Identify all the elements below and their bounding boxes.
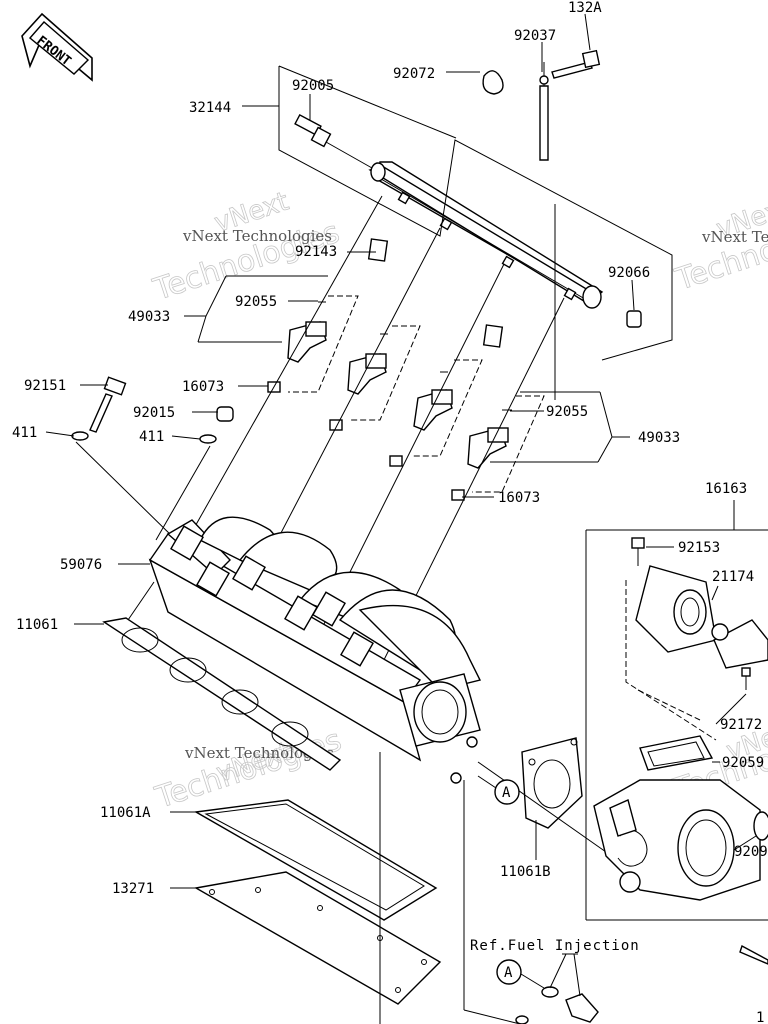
label-92200: 9209 — [734, 844, 768, 860]
label-411-right: 411 — [139, 429, 164, 445]
label-49033-lower: 49033 — [638, 430, 680, 446]
injector-4 — [451, 409, 512, 501]
label-411-left: 411 — [12, 425, 37, 441]
reference-note-fuel-injection: Ref.Fuel Injection — [470, 938, 640, 954]
fitting-92005 — [294, 114, 373, 169]
filter-92059 — [639, 735, 714, 771]
grommet-92015 — [216, 406, 234, 422]
clamp-92072 — [482, 70, 504, 95]
label-11061: 11061 — [16, 617, 58, 633]
bolt-92151 — [89, 376, 127, 433]
label-92015: 92015 — [133, 405, 175, 421]
part-labels: 132A 92037 92072 92005 32144 92143 92066… — [12, 0, 768, 1024]
label-92055-upper: 92055 — [235, 294, 277, 310]
throttle-body — [593, 779, 761, 901]
injector-3 — [389, 324, 504, 467]
fuel-rail — [368, 161, 604, 309]
sensor-21174 — [635, 565, 768, 669]
gasket-11061A — [193, 799, 438, 921]
gasket-11061B — [521, 737, 583, 829]
label-16073-upper: 16073 — [182, 379, 224, 395]
injector-2 — [329, 333, 388, 431]
ref-fuel-injection-sensor — [515, 953, 599, 1024]
screw-bottom-right — [739, 944, 768, 965]
reference-marker-a-lower: A — [496, 959, 545, 989]
label-92055-lower: 92055 — [546, 404, 588, 420]
label-32144: 32144 — [189, 100, 231, 116]
label-16163: 16163 — [705, 481, 747, 497]
plate-13271 — [193, 871, 442, 1005]
label-92151: 92151 — [24, 378, 66, 394]
label-59076: 59076 — [60, 557, 102, 573]
label-132A: 132A — [568, 0, 602, 16]
watermark-caption-top: vNext Technologies — [182, 227, 332, 245]
label-92143: 92143 — [295, 244, 337, 260]
label-92153: 92153 — [678, 540, 720, 556]
label-49033-upper: 49033 — [128, 309, 170, 325]
nut-92066 — [626, 310, 642, 328]
o-ring-92200 — [753, 811, 768, 841]
label-11061A: 11061A — [100, 805, 151, 821]
label-92059: 92059 — [722, 755, 764, 771]
tie-strap-92037 — [539, 62, 549, 161]
label-16073-lower: 16073 — [498, 490, 540, 506]
bolt-132A — [551, 49, 601, 79]
label-92037: 92037 — [514, 28, 556, 44]
watermark-group-right: vNext Technologies vNext Technologies — [670, 192, 768, 298]
washer-411-left — [71, 431, 89, 441]
label-92066: 92066 — [608, 265, 650, 281]
reference-marker-a-lower-text: A — [504, 965, 513, 981]
label-21174: 21174 — [712, 569, 754, 585]
label-92072: 92072 — [393, 66, 435, 82]
washer-411-right — [199, 434, 217, 444]
watermark-caption-right: vNext Technologies — [701, 228, 768, 246]
gasket-11061 — [102, 617, 342, 771]
watermark-technologies-bottom: Technologies — [151, 723, 346, 816]
reference-marker-a-upper: A — [477, 775, 520, 805]
label-13271: 13271 — [112, 881, 154, 897]
leader-lines — [45, 13, 757, 889]
watermark-group-bottom: vNext Technologies vNext Technologies — [150, 722, 346, 816]
label-92172: 92172 — [720, 717, 762, 733]
screw-92172 — [741, 667, 751, 690]
reference-marker-a-upper-text: A — [502, 785, 511, 801]
intake-manifold — [148, 516, 482, 784]
label-1: 1 — [756, 1010, 764, 1024]
group-outline-32144 — [278, 66, 673, 361]
label-11061B: 11061B — [500, 864, 551, 880]
label-92005: 92005 — [292, 78, 334, 94]
front-direction-badge: FRONT — [21, 12, 93, 82]
bolt-92153 — [631, 537, 645, 566]
